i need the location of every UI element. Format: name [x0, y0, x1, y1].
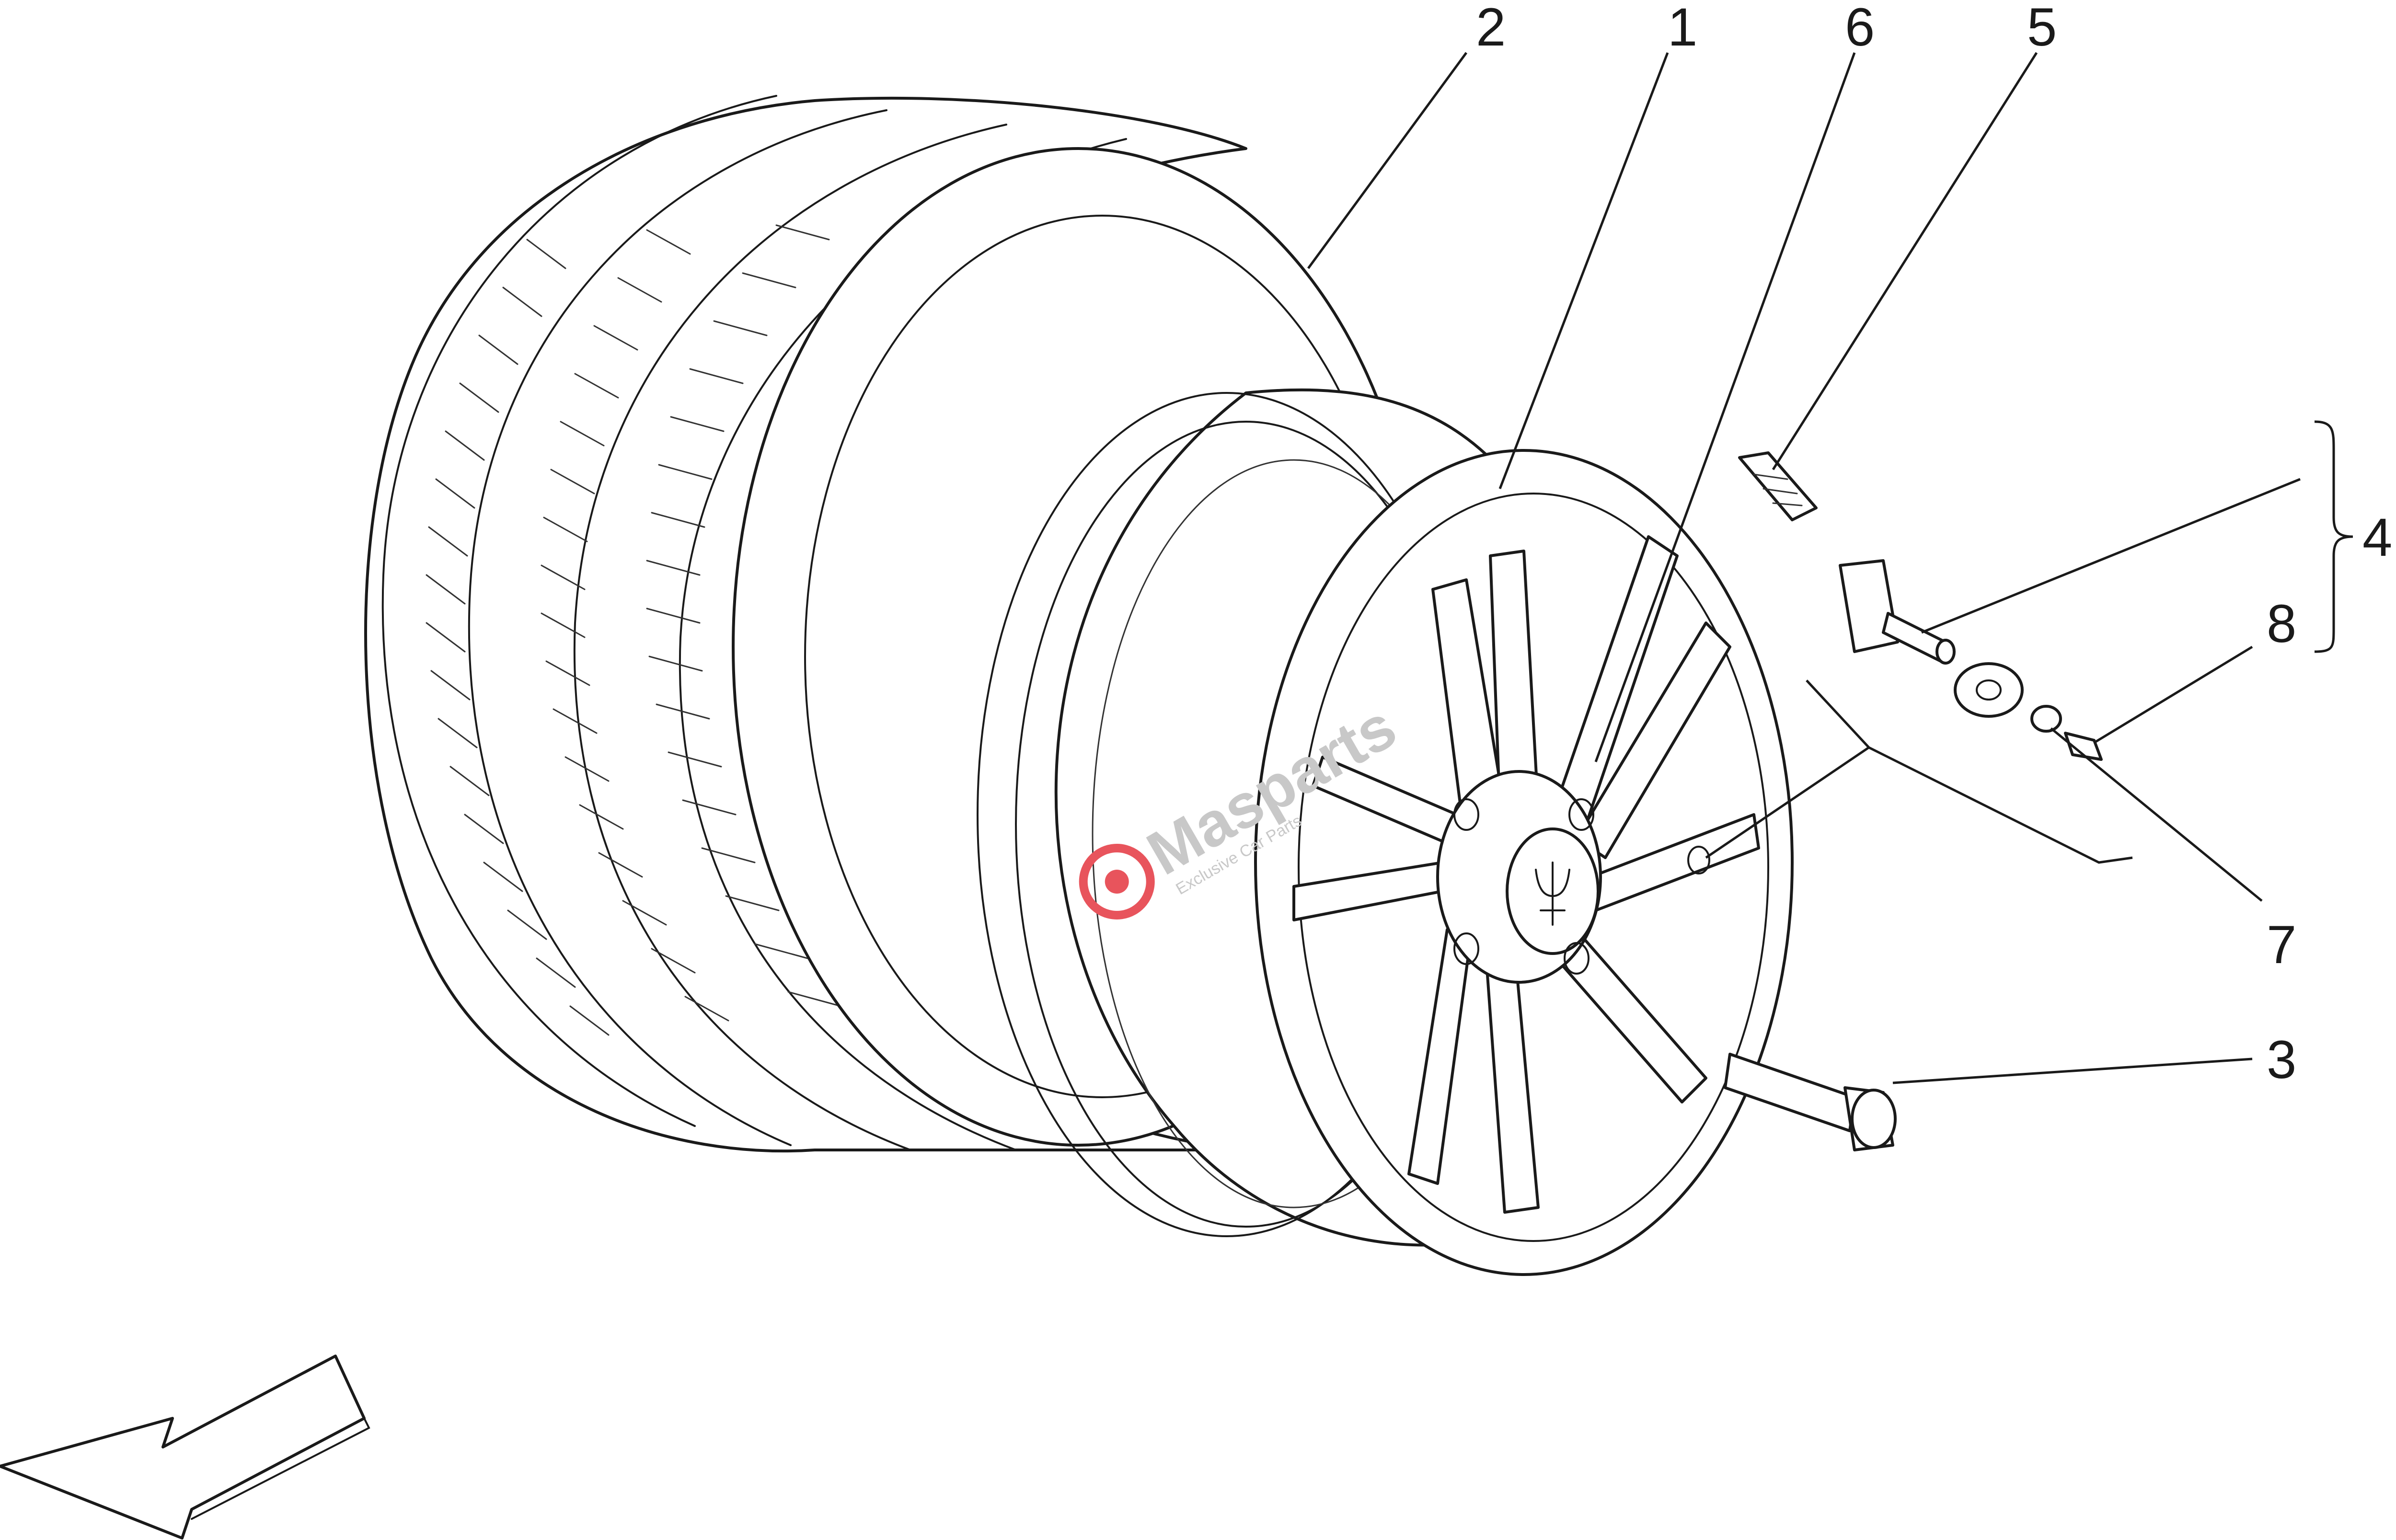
valve-hole — [1687, 846, 1710, 874]
callout-8: 8 — [2267, 594, 2296, 654]
front-direction-arrow-icon — [0, 1355, 366, 1540]
tread-line-1 — [381, 95, 777, 1127]
trident-logo-icon — [1535, 862, 1570, 926]
leader-5 — [1772, 52, 2038, 471]
wheel-bolt — [1724, 1053, 1897, 1151]
lug-hole-2 — [1568, 798, 1594, 831]
tpms-valve-tip — [1935, 639, 1956, 665]
tread-line-2 — [468, 109, 887, 1146]
leader-7 — [2050, 727, 2263, 902]
valve-seal-washer — [1954, 662, 2024, 718]
watermark-logo-icon — [1079, 844, 1155, 919]
callouts: 2 1 6 5 4 8 7 3 — [1476, 0, 2392, 1090]
balance-weight — [1738, 451, 1818, 521]
group-4-bracket — [2314, 420, 2353, 653]
valve-seal-washer-hole — [1976, 679, 2002, 701]
leader-1 — [1498, 52, 1669, 489]
wheel-face — [1254, 449, 1794, 1276]
lug-hole-3 — [1453, 932, 1479, 965]
wheel-inner-rim — [1298, 493, 1769, 1242]
leader-3 — [1892, 1057, 2253, 1084]
callout-5: 5 — [2027, 0, 2057, 57]
bolt-shank — [1724, 1053, 1856, 1132]
lug-hole-4 — [1564, 942, 1590, 975]
assembly-guide-line — [1705, 679, 2133, 864]
balance-weight-body — [1738, 451, 1818, 521]
callout-1: 1 — [1668, 0, 1697, 57]
leader-4 — [1921, 478, 2301, 634]
tpms-sensor-body — [1839, 559, 1899, 653]
callout-3: 3 — [2267, 1030, 2296, 1090]
balance-weight-grooves — [1753, 473, 1803, 506]
callout-6: 6 — [1845, 0, 1875, 57]
tread-line-3 — [573, 124, 1007, 1151]
callout-2: 2 — [1476, 0, 1506, 57]
valve-components — [1954, 662, 2103, 761]
tpms-sensor — [1839, 559, 1956, 665]
wheel-spokes — [1292, 535, 1760, 1214]
lug-hole-1 — [1453, 798, 1479, 831]
leader-6 — [1594, 52, 1856, 762]
leader-8 — [2093, 645, 2253, 744]
valve-cap — [2064, 732, 2103, 761]
callout-4: 4 — [2362, 507, 2392, 567]
valve-nut — [2030, 705, 2062, 733]
leader-lines — [1307, 52, 2353, 1084]
bolt-head-face — [1851, 1089, 1897, 1149]
leader-2 — [1307, 52, 1468, 269]
callout-7: 7 — [2267, 915, 2296, 975]
front-direction-arrow-shadow — [191, 1417, 370, 1520]
